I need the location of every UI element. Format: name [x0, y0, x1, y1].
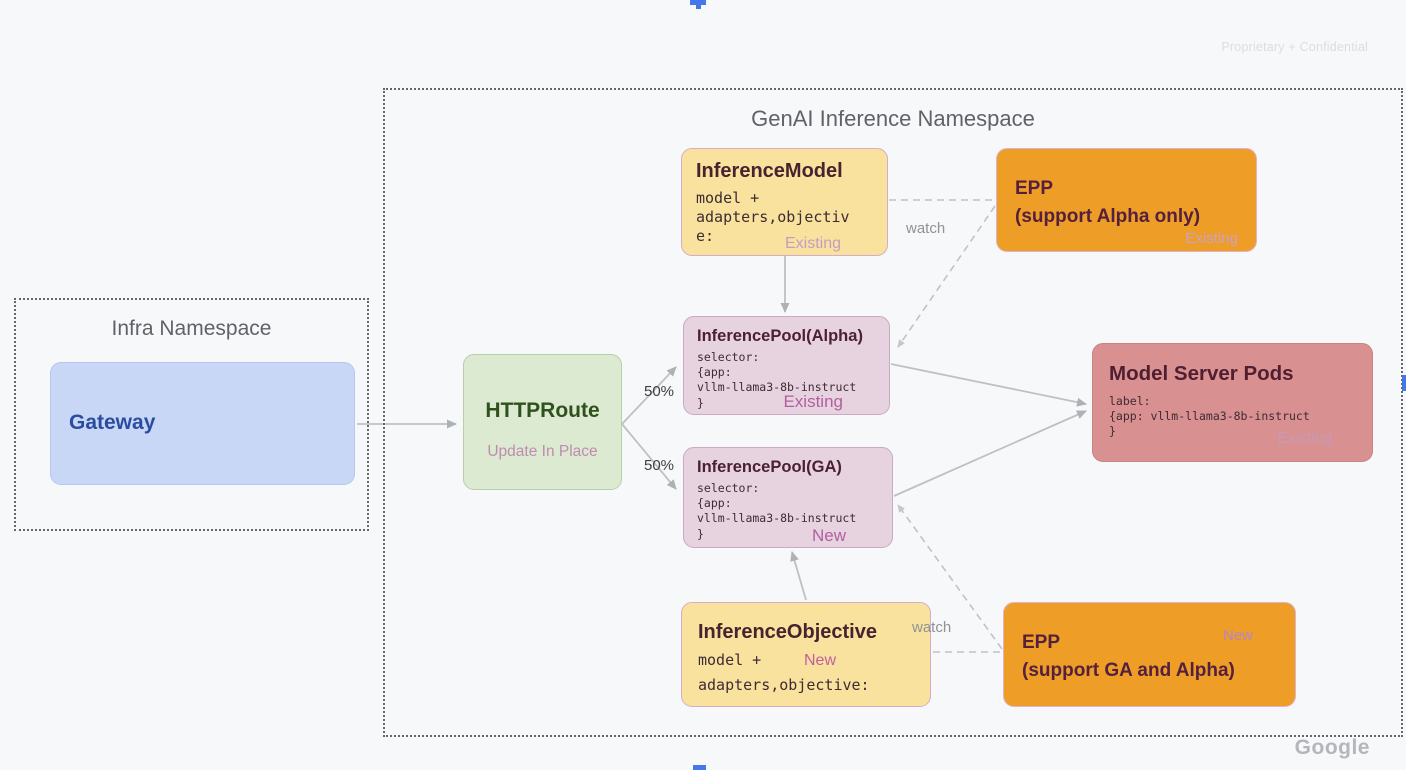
- epp-alpha-title: EPP (support Alpha only): [1015, 178, 1201, 227]
- epp-alpha-node[interactable]: EPP (support Alpha only) Existing: [996, 148, 1257, 252]
- epp-ga-node[interactable]: EPP (support GA and Alpha) New: [1003, 602, 1296, 707]
- genai-namespace-title: GenAI Inference Namespace: [751, 106, 1035, 131]
- epp-ga-title: EPP (support GA and Alpha): [1022, 632, 1235, 681]
- inference-pool-ga-title: InferencePool(GA): [697, 458, 842, 476]
- model-server-pods-title: Model Server Pods: [1109, 362, 1294, 385]
- epp-ga-status-badge: New: [1222, 627, 1253, 644]
- inference-model-node[interactable]: InferenceModel model + adapters,objectiv…: [681, 148, 888, 256]
- inference-pool-alpha-selector: selector: {app: vllm-llama3-8b-instruct …: [697, 350, 857, 410]
- selection-handle-bottom[interactable]: [693, 765, 706, 770]
- model-server-pods-label: label: {app: vllm-llama3-8b-instruct }: [1109, 394, 1310, 439]
- watch-label-top: watch: [906, 220, 946, 237]
- infra-namespace-frame[interactable]: Infra Namespace: [14, 298, 369, 531]
- inference-pool-ga-node[interactable]: InferencePool(GA) selector: {app: vllm-l…: [683, 447, 893, 548]
- inference-objective-body-bottom: adapters,objective:: [698, 676, 870, 694]
- httproute-node[interactable]: HTTPRoute Update In Place: [463, 354, 622, 490]
- model-server-pods-status-badge: Existing: [1277, 430, 1332, 447]
- gateway-node[interactable]: Gateway: [50, 362, 355, 485]
- inference-pool-alpha-node[interactable]: InferencePool(Alpha) selector: {app: vll…: [683, 316, 890, 415]
- inference-model-status-badge: Existing: [784, 235, 841, 252]
- httproute-subtitle: Update In Place: [487, 443, 598, 460]
- inference-objective-body-top: model +: [698, 651, 762, 669]
- inference-pool-alpha-status-badge: Existing: [783, 392, 843, 411]
- split-label-top: 50%: [644, 383, 675, 400]
- selection-handle-top-nub[interactable]: [696, 5, 701, 9]
- google-logo: Google: [1294, 736, 1370, 759]
- split-label-bottom: 50%: [644, 457, 675, 474]
- inference-objective-title: InferenceObjective: [698, 621, 877, 643]
- inference-pool-ga-status-badge: New: [811, 526, 846, 545]
- watch-label-bottom: watch: [912, 619, 952, 636]
- epp-alpha-status-badge: Existing: [1185, 230, 1238, 247]
- infra-namespace-title: Infra Namespace: [111, 317, 272, 340]
- confidential-watermark: Proprietary + Confidential: [1221, 40, 1368, 54]
- genai-namespace-frame[interactable]: GenAI Inference Namespace: [383, 88, 1403, 737]
- inference-objective-status-badge: New: [804, 652, 837, 669]
- selection-handle-right[interactable]: [1402, 375, 1406, 391]
- inference-pool-alpha-title: InferencePool(Alpha): [697, 327, 863, 345]
- inference-model-title: InferenceModel: [696, 160, 843, 182]
- selection-handle-top[interactable]: [690, 0, 706, 5]
- inference-objective-node[interactable]: InferenceObjective model + adapters,obje…: [681, 602, 931, 707]
- model-server-pods-node[interactable]: Model Server Pods label: {app: vllm-llam…: [1092, 343, 1373, 462]
- httproute-title: HTTPRoute: [485, 399, 600, 422]
- inference-model-body: model + adapters,objectiv e:: [696, 189, 850, 245]
- gateway-title: Gateway: [69, 411, 156, 434]
- inference-pool-ga-selector: selector: {app: vllm-llama3-8b-instruct …: [697, 481, 857, 541]
